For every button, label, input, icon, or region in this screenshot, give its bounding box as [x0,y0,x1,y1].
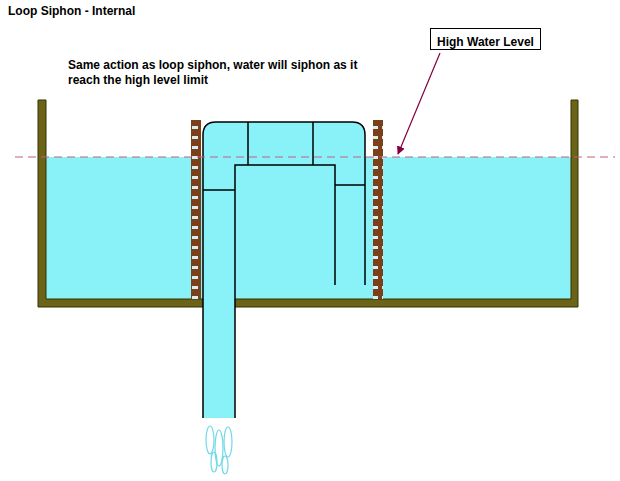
level-line [15,156,615,157]
leader-line [398,53,440,154]
callout-text: High Water Level [437,35,534,49]
note-text: Same action as loop siphon, water will s… [68,58,368,88]
water-outflow [206,426,232,474]
tank-water [46,157,571,299]
perforated-wall [373,120,383,299]
siphon-water [203,122,365,418]
perforated-wall [191,120,201,299]
diagram-title: Loop Siphon - Internal [8,4,135,19]
callout-box: High Water Level [430,28,541,50]
siphon-pipe [203,122,365,418]
